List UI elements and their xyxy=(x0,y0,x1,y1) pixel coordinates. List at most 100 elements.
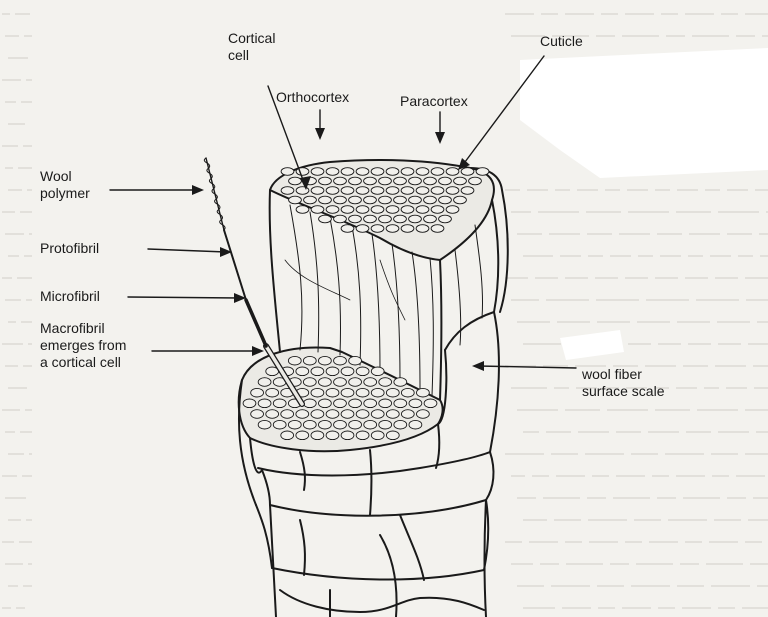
cortical-cell xyxy=(295,167,310,176)
cortical-cell xyxy=(430,205,445,214)
cortical-cell xyxy=(302,377,317,387)
cortical-cell xyxy=(242,398,257,409)
cortical-cell xyxy=(415,205,430,214)
cortical-cell xyxy=(408,398,423,409)
cortical-cell xyxy=(460,167,475,176)
blank-patch-top-right xyxy=(520,48,768,178)
label-cortical-cell: Cortical cell xyxy=(228,30,276,63)
cortical-cell xyxy=(303,195,317,205)
cortical-cell xyxy=(460,186,475,195)
cortical-cell xyxy=(318,214,332,224)
cortical-cell xyxy=(378,398,393,409)
cortical-cell xyxy=(378,214,392,224)
cortical-cell xyxy=(310,387,325,398)
blank-patch-mid-right xyxy=(560,330,624,360)
background-page-text xyxy=(2,13,768,609)
cortical-cell xyxy=(355,366,370,377)
cortical-cell xyxy=(423,398,438,409)
cortical-cell xyxy=(310,430,325,441)
cortical-cell xyxy=(318,355,332,366)
arrow-protofibril xyxy=(147,248,227,253)
cortical-cell xyxy=(400,186,415,195)
cortical-cell xyxy=(430,224,445,233)
cortical-cell xyxy=(333,398,347,409)
cortical-cell xyxy=(378,176,392,186)
cortical-cell xyxy=(355,430,370,441)
cortical-cell xyxy=(310,366,325,377)
label-protofibril: Protofibril xyxy=(40,240,100,256)
cortical-cell xyxy=(400,409,415,419)
cortical-cell xyxy=(310,186,325,195)
cortical-cell xyxy=(288,195,302,205)
cortical-cell xyxy=(272,419,287,430)
arrow-cortical-cell xyxy=(267,85,307,189)
cortical-cell xyxy=(400,205,415,214)
arrowheads xyxy=(192,128,484,371)
cortical-cell xyxy=(257,398,272,409)
cortical-cell xyxy=(280,430,295,441)
cortical-cell xyxy=(318,176,332,186)
cortical-cell xyxy=(370,409,385,419)
label-microfibril: Microfibril xyxy=(40,288,100,304)
cortical-cell xyxy=(370,167,385,176)
cortical-cell xyxy=(363,195,377,205)
cortical-cell xyxy=(370,186,385,195)
cortical-cell xyxy=(423,195,437,205)
cortical-cell xyxy=(318,398,332,409)
cortical-cell xyxy=(333,355,347,366)
cortical-cell xyxy=(370,387,385,398)
cortical-cell xyxy=(393,195,407,205)
cortical-cell xyxy=(355,409,370,419)
cortical-cell xyxy=(340,409,355,419)
emerging-fibril-rod xyxy=(203,157,305,407)
cortical-cell xyxy=(445,205,460,214)
label-paracortex: Paracortex xyxy=(400,93,468,109)
cortical-cell xyxy=(378,195,392,205)
cortical-cell xyxy=(272,398,287,409)
cortical-cell xyxy=(318,419,332,430)
cortical-cell xyxy=(325,167,340,176)
cortical-cell xyxy=(325,186,340,195)
cortical-cell xyxy=(438,195,452,205)
label-macrofibril: Macrofibril emerges from a cortical cell xyxy=(40,320,127,370)
cortical-cell xyxy=(416,409,430,419)
cortical-cell xyxy=(348,214,362,224)
cortical-cell xyxy=(445,167,460,176)
cortical-cell xyxy=(295,409,310,419)
cortical-cell xyxy=(393,419,408,430)
cortical-cell xyxy=(363,176,377,186)
cortical-cell xyxy=(423,176,437,186)
cortical-cell xyxy=(318,195,332,205)
cortical-cell xyxy=(355,224,370,233)
cortical-cell xyxy=(355,186,370,195)
cortical-cell xyxy=(468,176,482,186)
cortical-cell xyxy=(295,205,310,214)
cortical-cell xyxy=(475,167,490,176)
cortical-cell xyxy=(288,176,302,186)
cortical-cell xyxy=(393,398,408,409)
cortical-cell xyxy=(280,186,295,195)
cortical-cell xyxy=(370,205,385,214)
label-wool-polymer: Wool polymer xyxy=(40,168,90,201)
arrow-cuticle xyxy=(461,55,545,167)
cortical-cell xyxy=(265,409,280,419)
label-surface-scale: wool fiber surface scale xyxy=(582,366,665,399)
cortical-cell xyxy=(363,214,377,224)
cortical-cell xyxy=(257,377,272,387)
cortical-cell xyxy=(333,195,347,205)
cortical-cell xyxy=(430,167,445,176)
cortical-cell xyxy=(393,214,407,224)
cortical-cell xyxy=(302,419,317,430)
cortical-cell xyxy=(325,366,340,377)
cortical-cell xyxy=(310,205,325,214)
cortical-cell xyxy=(445,186,460,195)
cortical-cell xyxy=(416,387,430,398)
cortical-cell xyxy=(423,214,437,224)
cortical-cell xyxy=(333,214,347,224)
cortical-cell xyxy=(348,398,362,409)
cortical-cell xyxy=(385,205,400,214)
cortical-cell xyxy=(287,355,302,366)
cortical-cell xyxy=(438,176,452,186)
cortical-cell xyxy=(348,377,362,387)
